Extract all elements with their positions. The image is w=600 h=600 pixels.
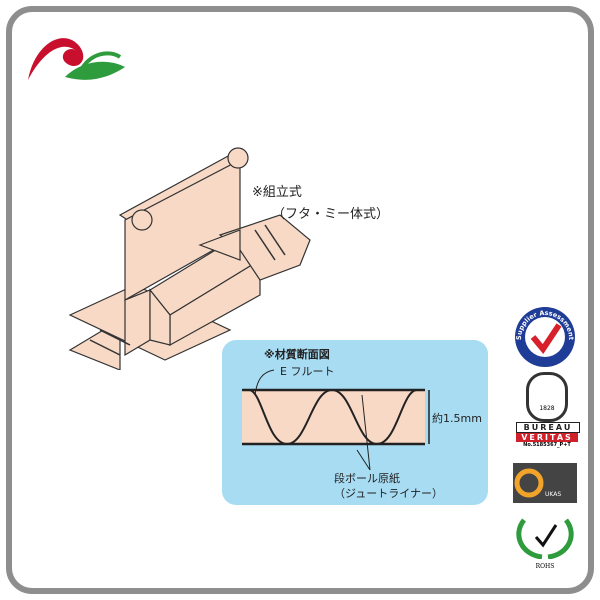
box-illustration — [68, 147, 311, 370]
rohs-text: ROHS — [535, 563, 555, 570]
ukas-logo: UKAS — [513, 463, 577, 503]
thickness-label: 約1.5mm — [432, 412, 482, 425]
box-caption-2: （フタ・ミー体式） — [272, 207, 390, 222]
cross-section-title: ※材質断面図 — [264, 348, 330, 361]
rohs-logo: ROHS — [512, 515, 578, 577]
cross-section-panel: ※材質断面図 E フルート 約1.5mm 段ボール原紙 （ジュートライナー） — [222, 340, 488, 505]
ukas-text: UKAS — [545, 491, 562, 498]
bureau-number: No.5185367_P+T — [523, 442, 571, 448]
bureau-bottom: VERITAS — [516, 433, 578, 442]
paper-label: 段ボール原紙 — [334, 472, 400, 485]
supplier-assessment-seal: Supplier Assessment — [515, 307, 575, 367]
bureau-year: 1828 — [526, 372, 568, 422]
box-caption-1: ※組立式 — [252, 185, 302, 200]
corrugation-diagram — [242, 369, 430, 471]
paper-sub-label: （ジュートライナー） — [334, 487, 444, 500]
flute-label: E フルート — [280, 365, 335, 378]
bureau-top: BUREAU — [516, 422, 580, 433]
brand-logo — [28, 38, 125, 80]
bureau-veritas-logo: 1828 BUREAU VERITAS No.5185367_P+T — [516, 372, 580, 448]
